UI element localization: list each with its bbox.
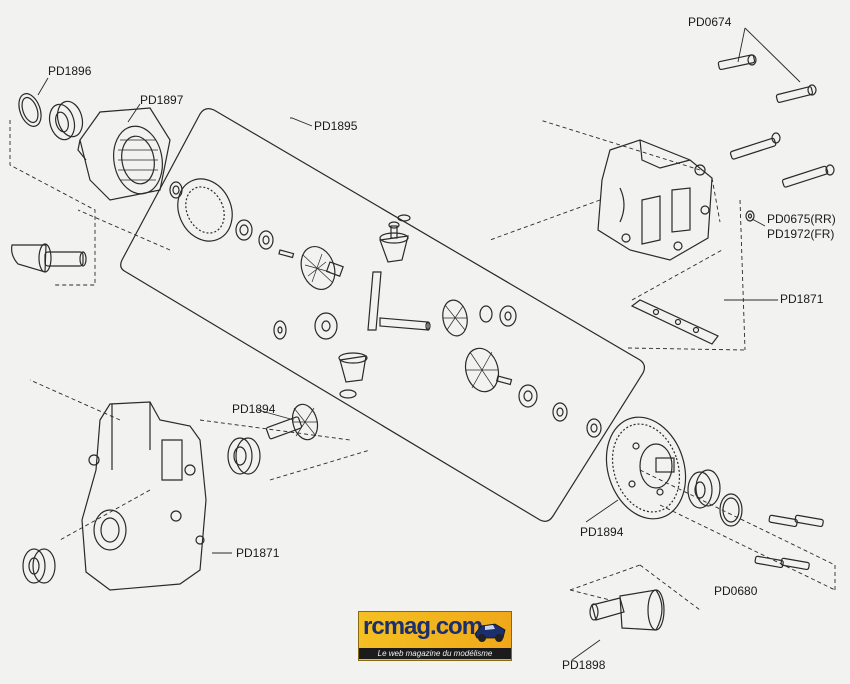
bevel-gear-center-right [442, 299, 517, 337]
label-pd1871-top: PD1871 [780, 292, 824, 306]
label-pd1897: PD1897 [140, 93, 184, 107]
label-pd1894-top: PD1894 [232, 402, 276, 416]
label-pd1972: PD1972(FR) [767, 227, 835, 241]
washer-pd0675 [745, 210, 755, 222]
label-pd1871-bottom: PD1871 [236, 546, 280, 560]
logo-tagline: Le web magazine du modélisme [359, 648, 511, 659]
logo-brand-text: rcmag.com [363, 613, 483, 640]
label-pd1898: PD1898 [562, 658, 606, 672]
diff-panel-outline [120, 108, 646, 522]
cross-pin-horizontal [379, 317, 431, 331]
gasket-large [177, 178, 233, 242]
bevel-gear-large-left [300, 246, 344, 290]
brace-plate-pd1871 [630, 299, 719, 345]
gearbox-housing-top-right [597, 139, 713, 261]
o-ring-bottom-right [719, 493, 743, 527]
pin-small-1 [278, 249, 295, 259]
label-pd1894-bottom: PD1894 [580, 525, 624, 539]
ring-gear-small-right [464, 347, 602, 438]
label-pd1895: PD1895 [314, 119, 358, 133]
bearing-top-left [48, 100, 84, 141]
leader-lines [37, 27, 801, 661]
gearbox-housing-bottom-left [81, 401, 207, 591]
label-pd0674: PD0674 [688, 15, 732, 29]
rc-car-icon [474, 623, 506, 642]
cross-shaft-vertical [367, 271, 382, 331]
ring-gear-pd1894 [605, 416, 687, 520]
dashed-guides [9, 119, 836, 611]
bearing-bottom-right [687, 469, 721, 509]
bearing-center-left [227, 437, 261, 475]
bevel-gear-bottom [338, 352, 368, 399]
rcmag-logo: rcmag.com Le web magazine du modélisme [358, 611, 512, 661]
panel-washers-left [169, 181, 274, 250]
bearing-bottom-left [22, 548, 56, 584]
outdrive-pd1898 [589, 589, 665, 631]
bevel-gear-top [379, 214, 411, 263]
outdrive-top-left [11, 243, 87, 273]
label-pd0680: PD0680 [714, 584, 758, 598]
o-ring-pd1896 [18, 93, 42, 127]
pinion-gear-pd1894 [265, 403, 319, 441]
screws-pd0680 [754, 514, 824, 571]
screws-pd0674 [717, 54, 835, 188]
diff-case-pd1897 [77, 107, 171, 201]
label-pd1896: PD1896 [48, 64, 92, 78]
label-pd0675: PD0675(RR) [767, 212, 836, 226]
washer-center [273, 312, 338, 340]
